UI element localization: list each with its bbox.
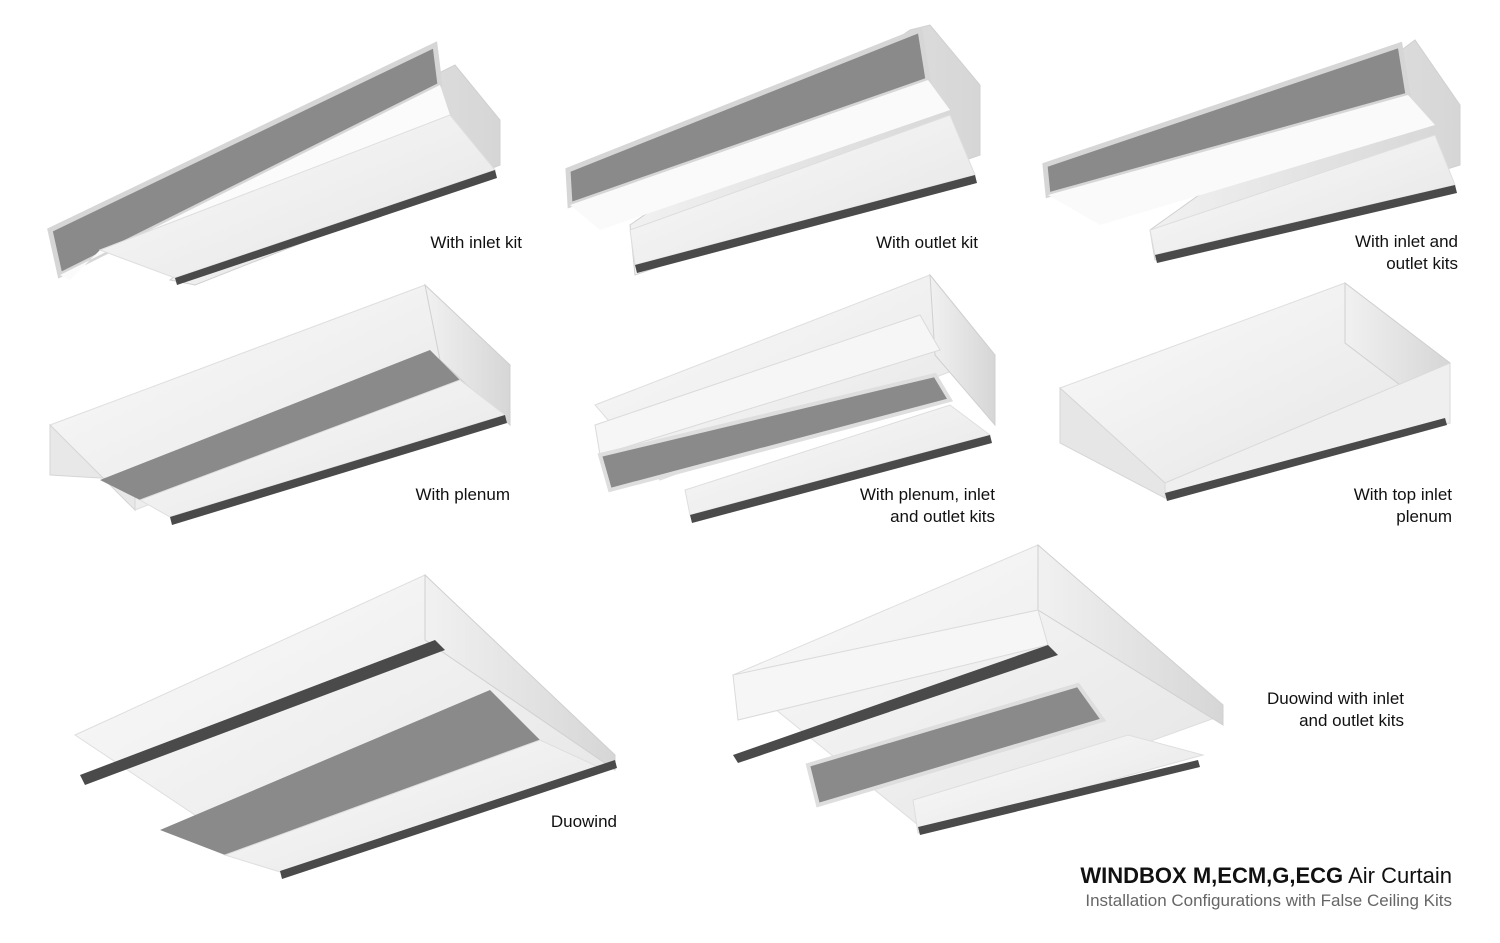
plenum-inlet-outlet-unit-illustration <box>594 273 996 523</box>
caption-inlet-outlet-kits: With inlet and outlet kits <box>1355 232 1458 273</box>
caption-outlet-kit: With outlet kit <box>875 233 978 252</box>
caption-duowind-inlet-outlet: Duowind with inlet and outlet kits <box>1266 689 1404 730</box>
caption-plenum-inlet-outlet: With plenum, inlet and outlet kits <box>859 485 995 526</box>
product-title-block: WINDBOX M,ECM,G,ECG Air Curtain Installa… <box>1080 862 1452 912</box>
product-type: Air Curtain <box>1343 863 1452 888</box>
product-name: WINDBOX M,ECM,G,ECG <box>1080 863 1344 888</box>
duowind-inlet-outlet-unit-illustration <box>732 543 1224 835</box>
outlet-kit-unit-illustration <box>565 24 981 276</box>
inlet-kit-unit-illustration <box>47 41 501 286</box>
product-title: WINDBOX M,ECM,G,ECG Air Curtain <box>1080 862 1452 890</box>
duowind-unit-illustration <box>73 573 617 879</box>
config-duowind: Duowind <box>70 573 630 885</box>
config-outlet-kit: With outlet kit <box>560 24 990 276</box>
caption-top-inlet-plenum: With top inlet plenum <box>1353 485 1452 526</box>
config-duowind-inlet-outlet: Duowind with inlet and outlet kits <box>728 543 1404 845</box>
top-inlet-plenum-unit-illustration <box>1059 281 1451 501</box>
config-plenum-inlet-outlet: With plenum, inlet and outlet kits <box>580 273 1000 535</box>
product-subtitle: Installation Configurations with False C… <box>1085 891 1452 910</box>
config-plenum: With plenum <box>40 283 520 525</box>
caption-duowind: Duowind <box>550 812 617 831</box>
config-top-inlet-plenum: With top inlet plenum <box>1055 281 1455 526</box>
config-inlet-kit: With inlet kit <box>40 40 522 286</box>
inlet-outlet-kits-unit-illustration <box>1042 39 1461 263</box>
plenum-unit-illustration <box>49 283 511 525</box>
caption-inlet-kit: With inlet kit <box>430 233 522 252</box>
config-inlet-outlet-kits: With inlet and outlet kits <box>1040 35 1470 273</box>
caption-plenum: With plenum <box>415 485 510 504</box>
